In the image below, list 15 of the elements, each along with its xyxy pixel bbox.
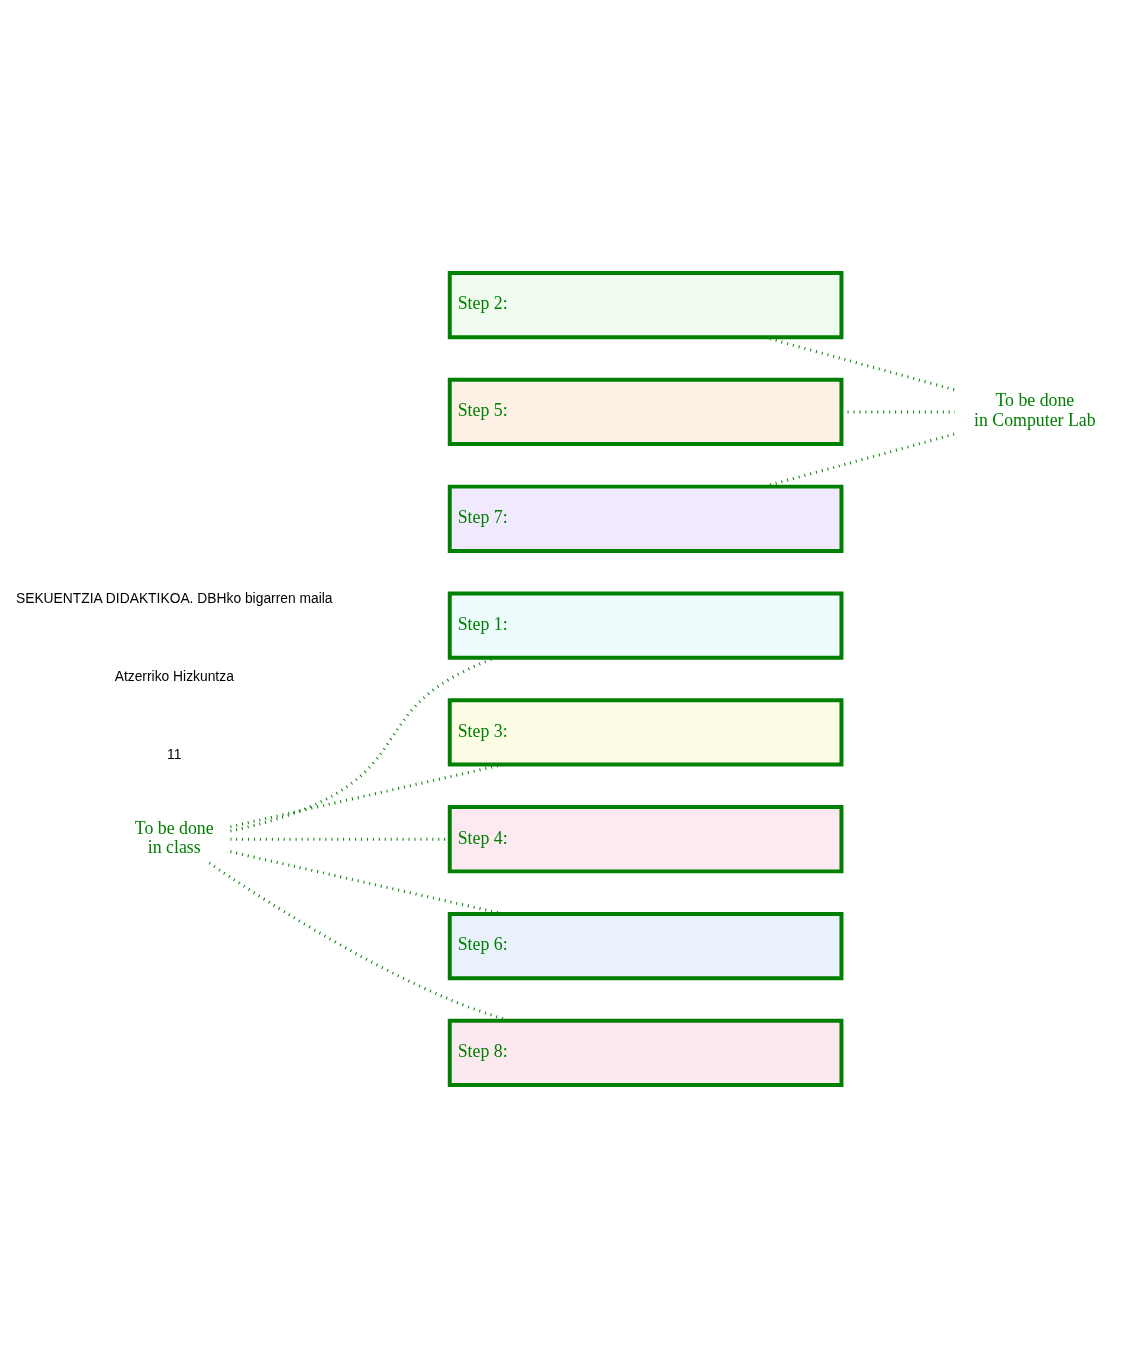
node-box: Step 8:	[447, 1018, 844, 1087]
connector	[208, 861, 510, 1022]
label: 11	[167, 745, 182, 762]
label: Atzerriko Hizkuntza	[114, 667, 234, 684]
connector	[763, 432, 956, 488]
node-box: Step 1:	[447, 590, 844, 660]
node-box: Step 4:	[447, 804, 844, 873]
node-box: Step 6:	[447, 911, 844, 980]
label: SEKUENTZIA DIDAKTIKOA. DBHko bigarren maila	[15, 589, 333, 606]
node-text: To be done in class	[134, 817, 214, 857]
node-box: Step 5:	[447, 377, 844, 446]
node-box: Step 3:	[447, 697, 844, 767]
node-box: Step 7:	[447, 484, 844, 553]
node-box: Step 2:	[447, 270, 844, 339]
node-text: To be done in Computer Lab	[974, 389, 1096, 430]
